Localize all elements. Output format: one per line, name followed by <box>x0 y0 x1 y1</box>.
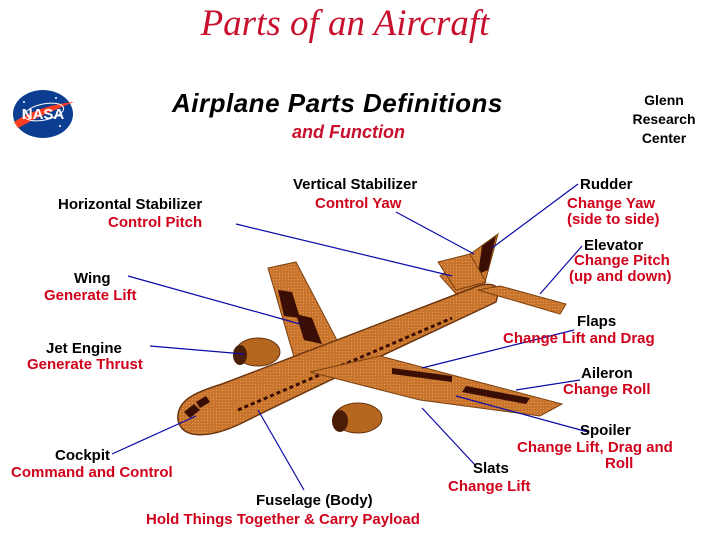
near-wing-shape <box>309 355 564 417</box>
vertical-stabilizer-function: Control Yaw <box>315 195 402 212</box>
fuselage-shape <box>177 283 500 436</box>
leader-wing <box>127 275 301 325</box>
horizontal-stabilizer-label: Horizontal Stabilizer <box>58 196 203 213</box>
far-wing-panel <box>278 290 300 318</box>
cockpit-function: Command and Control <box>11 464 173 481</box>
rudder-shape <box>478 236 496 274</box>
elevator-function-2: (up and down) <box>569 268 672 285</box>
far-engine <box>233 337 281 367</box>
jet-engine-label: Jet Engine <box>46 340 122 357</box>
elevator-function: Change Pitch <box>574 252 670 269</box>
center-line: Research <box>632 111 696 127</box>
near-h-stab <box>477 285 567 315</box>
aileron-label: Aileron <box>581 365 633 382</box>
vertical-stabilizer-label: Vertical Stabilizer <box>293 176 418 193</box>
near-engine <box>332 402 383 434</box>
page-title: Parts of an Aircraft <box>200 3 490 44</box>
spoiler-function: Change Lift, Drag and <box>517 439 673 456</box>
slats-function: Change Lift <box>448 478 531 495</box>
rudder-label: Rudder <box>580 176 633 193</box>
leader-lines <box>111 183 589 491</box>
cockpit-window-2 <box>196 396 210 408</box>
leader-spoiler <box>455 395 589 433</box>
leader-aileron <box>515 379 581 391</box>
leader-horizontal-stabilizer <box>235 223 453 277</box>
wing-function: Generate Lift <box>44 287 137 304</box>
spoiler-label: Spoiler <box>580 422 631 439</box>
leader-elevator <box>539 245 583 295</box>
far-wing-panel-2 <box>296 314 322 344</box>
elevator-label: Elevator <box>584 237 644 254</box>
leader-slats <box>421 407 477 467</box>
spoiler-function-2: Roll <box>605 455 634 472</box>
flaps-function: Change Lift and Drag <box>503 330 655 347</box>
rudder-function: Change Yaw <box>567 195 656 212</box>
near-wing-panel <box>392 368 452 382</box>
horizontal-stabilizer-function: Control Pitch <box>108 214 203 231</box>
window-row <box>237 316 453 412</box>
nasa-logo-text: NASA <box>22 106 65 123</box>
leader-vertical-stabilizer <box>395 211 475 255</box>
near-wing-panel-2 <box>462 386 530 404</box>
far-h-stab <box>437 253 487 291</box>
leader-cockpit <box>111 415 197 455</box>
jet-engine-function: Generate Thrust <box>27 356 143 373</box>
cockpit-window <box>184 404 200 418</box>
center-line: Glenn <box>644 92 684 108</box>
wing-label: Wing <box>74 270 111 287</box>
center-line: Center <box>641 130 687 146</box>
rudder-function-2: (side to side) <box>567 211 660 228</box>
fuselage-label: Fuselage (Body) <box>256 492 373 509</box>
aileron-function: Change Roll <box>563 381 651 398</box>
cockpit-label: Cockpit <box>55 447 111 464</box>
leader-flaps <box>421 329 575 369</box>
fuselage-function: Hold Things Together & Carry Payload <box>146 511 420 528</box>
definitions-subheading: and Function <box>292 122 405 142</box>
nasa-logo: NASA <box>13 90 74 138</box>
leader-fuselage <box>257 409 305 491</box>
slats-label: Slats <box>473 460 509 477</box>
leader-rudder <box>491 183 579 249</box>
flaps-label: Flaps <box>577 313 617 330</box>
definitions-heading: Airplane Parts Definitions <box>172 88 503 118</box>
research-center-label: Glenn Research Center <box>614 91 714 148</box>
leader-jet-engine <box>149 345 245 355</box>
